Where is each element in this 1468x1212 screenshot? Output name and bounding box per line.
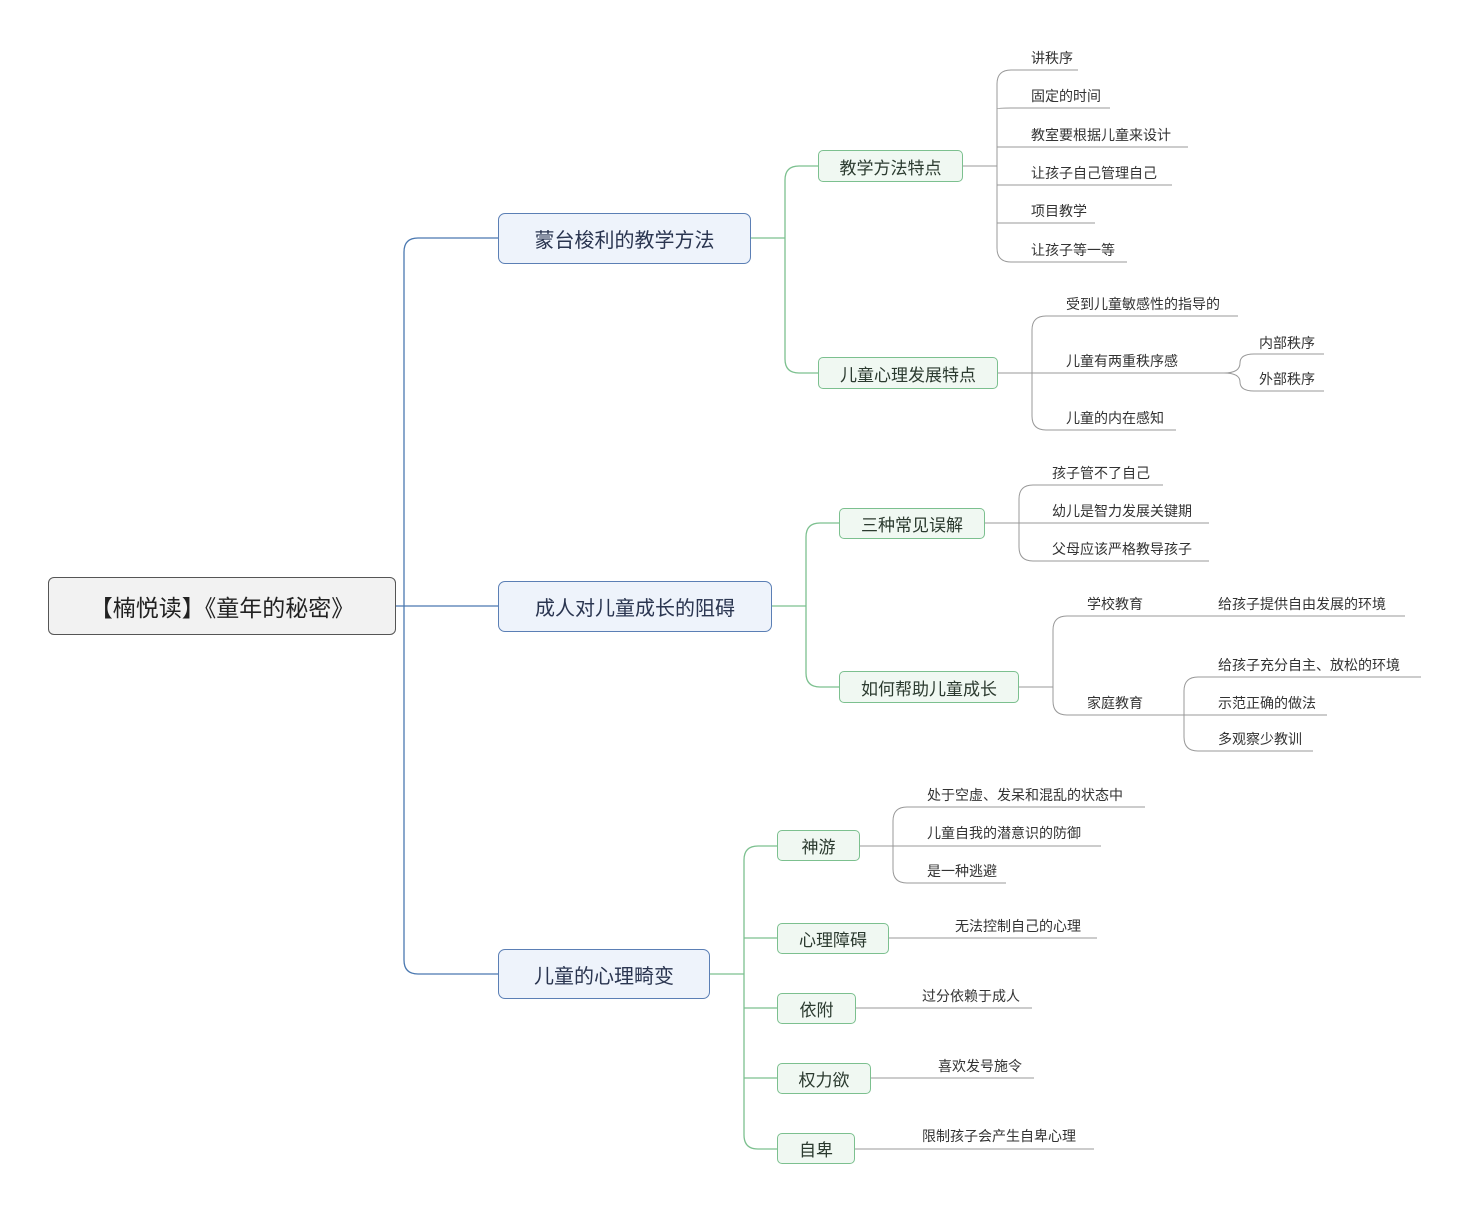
leaf-psych-outer-order[interactable]: 外部秩序	[1259, 372, 1315, 388]
topic-wander[interactable]: 神游	[777, 830, 860, 861]
connector-root-branch	[396, 237, 498, 975]
leaf-barrier-1[interactable]: 无法控制自己的心理	[955, 919, 1081, 935]
topic-inferiority[interactable]: 自卑	[777, 1133, 855, 1164]
leaf-misunderstanding-2[interactable]: 幼儿是智力发展关键期	[1052, 504, 1192, 520]
topic-three-misunderstandings[interactable]: 三种常见误解	[839, 508, 985, 539]
leaf-attachment-1[interactable]: 过分依赖于成人	[922, 989, 1020, 1005]
leaf-power-1[interactable]: 喜欢发号施令	[938, 1059, 1022, 1075]
leaf-misunderstanding-1[interactable]: 孩子管不了自己	[1052, 466, 1150, 482]
topic-how-to-help[interactable]: 如何帮助儿童成长	[839, 671, 1019, 703]
leaf-wander-2[interactable]: 儿童自我的潜意识的防御	[927, 826, 1081, 842]
topic-teaching-features[interactable]: 教学方法特点	[818, 150, 963, 182]
leaf-psych-inner-order[interactable]: 内部秩序	[1259, 336, 1315, 352]
leaf-inferiority-1[interactable]: 限制孩子会产生自卑心理	[922, 1129, 1076, 1145]
branch-adult-obstacles[interactable]: 成人对儿童成长的阻碍	[498, 581, 772, 632]
leaf-teaching-3[interactable]: 教室要根据儿童来设计	[1031, 128, 1171, 144]
leaf-teaching-1[interactable]: 讲秩序	[1031, 51, 1073, 67]
connector-help-leaves	[1019, 615, 1421, 752]
leaf-teaching-5[interactable]: 项目教学	[1031, 204, 1087, 220]
connector-single-leaves	[855, 937, 1097, 1150]
leaf-wander-1[interactable]: 处于空虚、发呆和混乱的状态中	[927, 788, 1123, 804]
leaf-teaching-2[interactable]: 固定的时间	[1031, 89, 1101, 105]
topic-attachment[interactable]: 依附	[777, 993, 856, 1024]
topic-power-desire[interactable]: 权力欲	[777, 1063, 871, 1094]
connector-wander-leaves	[860, 806, 1145, 884]
connector-branch2	[772, 522, 839, 688]
leaf-teaching-4[interactable]: 让孩子自己管理自己	[1031, 166, 1157, 182]
branch-montessori-method[interactable]: 蒙台梭利的教学方法	[498, 213, 751, 264]
connector-misunderstanding-leaves	[985, 484, 1209, 562]
leaf-psych-inner-perception[interactable]: 儿童的内在感知	[1066, 411, 1164, 427]
topic-psych-development[interactable]: 儿童心理发展特点	[818, 357, 998, 389]
leaf-school-education[interactable]: 学校教育	[1087, 597, 1143, 613]
root-topic[interactable]: 【楠悦读】《童年的秘密》	[48, 577, 396, 635]
topic-psych-barrier[interactable]: 心理障碍	[777, 923, 889, 954]
branch-psych-distortion[interactable]: 儿童的心理畸变	[498, 949, 710, 999]
leaf-family-education[interactable]: 家庭教育	[1087, 696, 1143, 712]
leaf-wander-3[interactable]: 是一种逃避	[927, 864, 997, 880]
connector-branch1	[751, 165, 818, 374]
connector-branch3	[710, 845, 777, 1150]
connector-teaching-leaves	[963, 69, 1188, 263]
leaf-teaching-6[interactable]: 让孩子等一等	[1031, 243, 1115, 259]
connector-psych-leaves	[998, 315, 1324, 431]
leaf-family-3[interactable]: 多观察少教训	[1218, 732, 1302, 748]
leaf-misunderstanding-3[interactable]: 父母应该严格教导孩子	[1052, 542, 1192, 558]
leaf-psych-sensitive[interactable]: 受到儿童敏感性的指导的	[1066, 297, 1220, 313]
leaf-family-1[interactable]: 给孩子充分自主、放松的环境	[1218, 658, 1400, 674]
leaf-psych-two-order[interactable]: 儿童有两重秩序感	[1066, 354, 1178, 370]
leaf-family-2[interactable]: 示范正确的做法	[1218, 696, 1316, 712]
leaf-school-env[interactable]: 给孩子提供自由发展的环境	[1218, 597, 1386, 613]
